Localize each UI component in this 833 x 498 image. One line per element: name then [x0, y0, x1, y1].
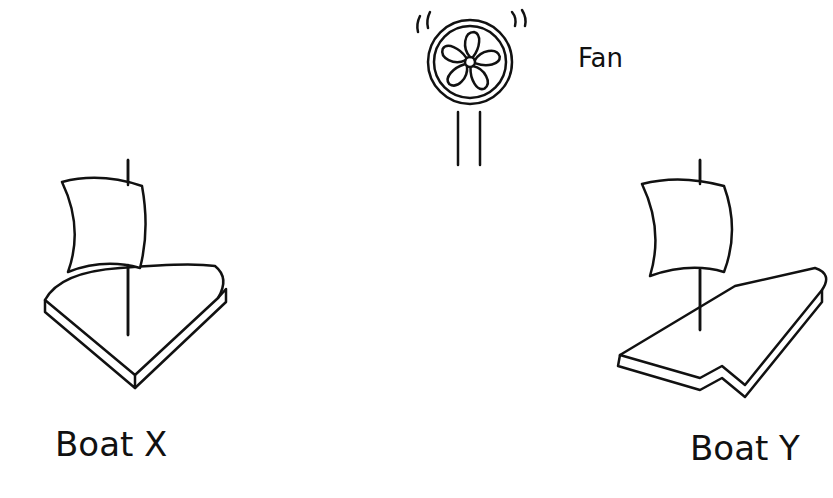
label-box: Fan: [578, 44, 623, 73]
label: Boat Y: [690, 430, 800, 467]
label-box: Boat Y: [690, 430, 800, 467]
boat-x-drawing: [45, 160, 226, 388]
boat-y-drawing: [618, 160, 826, 397]
label: Fan: [578, 44, 623, 73]
label-box: Boat X: [55, 426, 167, 463]
fan-drawing: [417, 10, 525, 165]
label: Boat X: [55, 426, 167, 463]
